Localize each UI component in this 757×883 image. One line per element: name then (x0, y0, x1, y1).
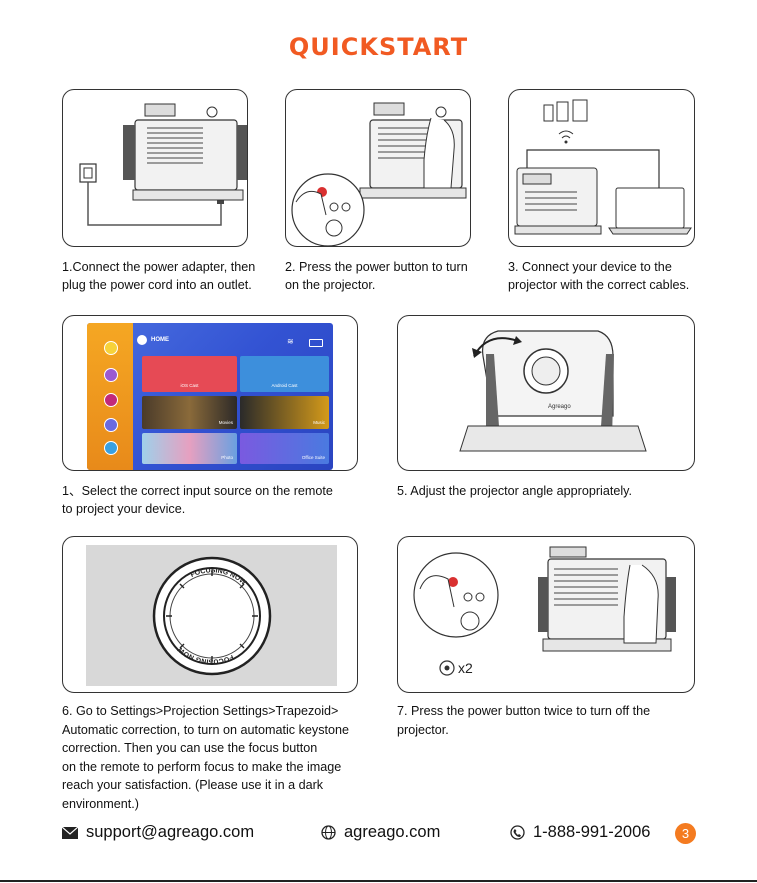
phone-icon (510, 825, 525, 840)
step1-illustration (62, 89, 248, 247)
step2-illustration (285, 89, 471, 247)
power-icon (439, 660, 455, 676)
input-icon (104, 418, 118, 432)
footer-website[interactable]: agreago.com (321, 823, 440, 842)
step7-illustration: x2 (397, 536, 695, 693)
bluetooth-icon (104, 393, 118, 407)
step4-illustration: HOME ≋ iOS Cast Android Cast Movies Musi… (62, 315, 358, 471)
page-number-badge: 3 (675, 823, 696, 844)
tile-ios-cast[interactable]: iOS Cast (142, 356, 237, 392)
footer-email[interactable]: support@agreago.com (62, 823, 254, 842)
press-count: x2 (458, 660, 473, 676)
tile-movies[interactable]: Movies (142, 396, 237, 429)
step3-illustration (508, 89, 695, 247)
bottom-divider (0, 880, 757, 882)
tile-android-cast[interactable]: Android Cast (240, 356, 329, 392)
step7-caption: 7. Press the power button twice to turn … (397, 704, 651, 737)
settings-icon (104, 341, 118, 355)
projection-screen: FOCUSING NOW FOCUSING NOW (86, 545, 337, 686)
wifi-icon: ≋ (287, 337, 294, 346)
step6-caption: 6. Go to Settings>Projection Settings>Tr… (62, 704, 349, 811)
tv-sidebar (87, 323, 133, 470)
tile-photo[interactable]: Photo (142, 433, 237, 464)
info-icon (104, 441, 118, 455)
battery-icon (309, 339, 323, 347)
step5-illustration: Agreago (397, 315, 695, 471)
globe-icon (321, 825, 336, 840)
mail-icon (62, 826, 78, 839)
tv-home-label: HOME (151, 337, 169, 343)
step4-caption: 1、Select the correct input source on the… (62, 484, 333, 516)
tile-office[interactable]: Office Suite (240, 433, 329, 464)
home-icon (137, 335, 147, 345)
footer-phone[interactable]: 1-888-991-2006 (510, 823, 650, 842)
favorite-icon (104, 368, 118, 382)
brand-text: Agreago (548, 404, 571, 410)
tv-home-screen: HOME ≋ iOS Cast Android Cast Movies Musi… (87, 323, 333, 470)
step6-illustration: FOCUSING NOW FOCUSING NOW (62, 536, 358, 693)
tile-music[interactable]: Music (240, 396, 329, 429)
page-title: QUICKSTART (288, 33, 469, 61)
step5-caption: 5. Adjust the projector angle appropriat… (397, 484, 632, 498)
